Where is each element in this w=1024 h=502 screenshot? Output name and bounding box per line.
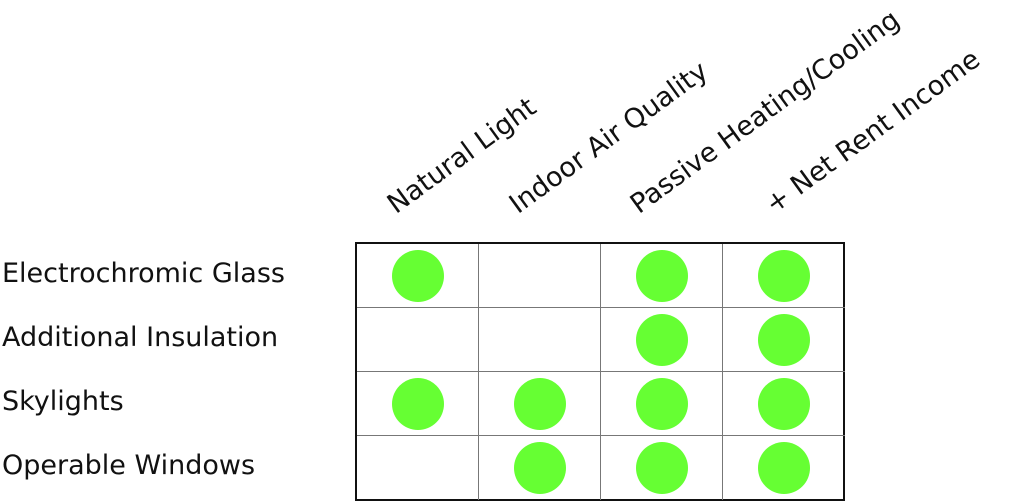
mark-dot: [758, 378, 810, 430]
mark-dot: [392, 378, 444, 430]
matrix-cell: [601, 436, 723, 500]
matrix-cell: [357, 244, 479, 308]
matrix-cell: [601, 244, 723, 308]
row-label: Operable Windows: [2, 450, 256, 481]
mark-dot: [636, 314, 688, 366]
matrix-cell: [723, 436, 845, 500]
mark-dot: [392, 250, 444, 302]
mark-dot: [636, 442, 688, 494]
matrix-cell: [723, 308, 845, 372]
matrix-cell: [723, 372, 845, 436]
mark-dot: [514, 378, 566, 430]
row-label: Additional Insulation: [2, 322, 279, 353]
mark-dot: [636, 250, 688, 302]
column-header: Indoor Air Quality: [503, 55, 714, 221]
matrix-cell: [601, 308, 723, 372]
matrix-cell: [357, 372, 479, 436]
mark-dot: [758, 314, 810, 366]
matrix-cell: [479, 372, 601, 436]
matrix-cell: [479, 436, 601, 500]
mark-dot: [514, 442, 566, 494]
row-label: Skylights: [2, 386, 124, 417]
mark-dot: [758, 442, 810, 494]
matrix-cell: [601, 372, 723, 436]
matrix-grid: [355, 242, 845, 501]
matrix-cell: [479, 244, 601, 308]
matrix-cell: [479, 308, 601, 372]
matrix-cell: [357, 436, 479, 500]
matrix-cell: [723, 244, 845, 308]
matrix-cell: [357, 308, 479, 372]
mark-dot: [636, 378, 688, 430]
mark-dot: [758, 250, 810, 302]
row-label: Electrochromic Glass: [2, 258, 285, 289]
